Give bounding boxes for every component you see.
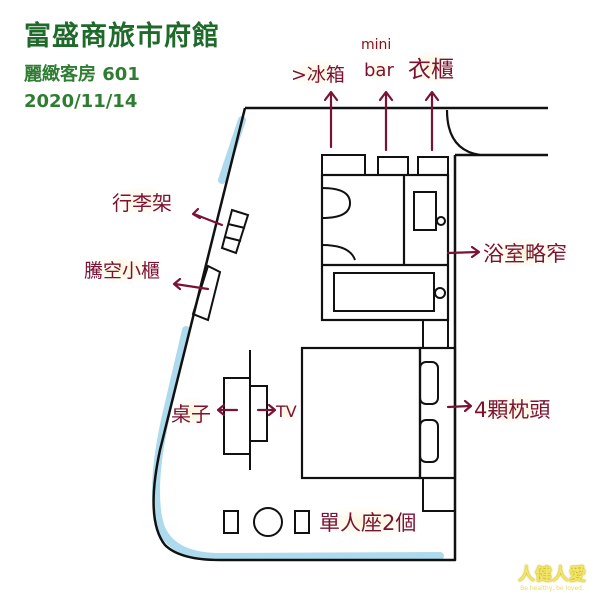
bed-box xyxy=(300,346,422,480)
room-name: 麗緻客房 601 xyxy=(24,64,140,85)
visit-date: 2020/11/14 xyxy=(24,91,138,112)
hotel-title: 富盛商旅市府館 xyxy=(24,21,220,52)
tv-label: TV xyxy=(276,402,297,421)
wardrobe-label: 衣櫃 xyxy=(408,50,454,84)
fridge-label: >冰箱 xyxy=(291,60,345,87)
desk-box xyxy=(223,377,251,455)
minibar-label-line2: bar xyxy=(364,60,394,81)
sink-box xyxy=(413,191,437,231)
minibar-label-line1: mini xyxy=(361,37,392,53)
toilet-icon xyxy=(321,187,352,219)
bathroom-block xyxy=(320,173,450,322)
pillows-label: 4顆枕頭 xyxy=(474,394,551,424)
luggage-rack-box xyxy=(220,208,250,255)
tv-box xyxy=(249,385,268,442)
brand-logo: 人健人愛 Be healthy, be loved. xyxy=(512,560,592,592)
nightstand xyxy=(422,477,456,512)
table-round xyxy=(253,507,283,537)
logo-text: 人健人愛 xyxy=(518,565,586,585)
luggage-rack-label: 行李架 xyxy=(112,187,172,216)
hollow-cabinet-label: 騰空小櫃 xyxy=(84,256,161,283)
desk-label: 桌子 xyxy=(171,398,211,427)
pillow-2 xyxy=(419,419,439,463)
hollow-cabinet-box xyxy=(191,264,222,322)
fridge-box xyxy=(321,154,366,176)
wardrobe-box xyxy=(417,156,449,176)
door-arc xyxy=(445,109,481,157)
minibar-box xyxy=(377,156,409,176)
annotation-arrows xyxy=(172,90,481,417)
room-outline xyxy=(152,106,548,562)
pillow-1 xyxy=(419,361,439,405)
seat-2 xyxy=(294,510,310,534)
window-highlight xyxy=(152,116,444,562)
bathtub-box xyxy=(333,272,435,312)
seat-1 xyxy=(223,510,239,534)
single-seats-label: 單人座2個 xyxy=(319,507,417,537)
bathroom-label: 浴室略窄 xyxy=(483,238,567,268)
logo-tagline: Be healthy, be loved. xyxy=(520,585,584,592)
